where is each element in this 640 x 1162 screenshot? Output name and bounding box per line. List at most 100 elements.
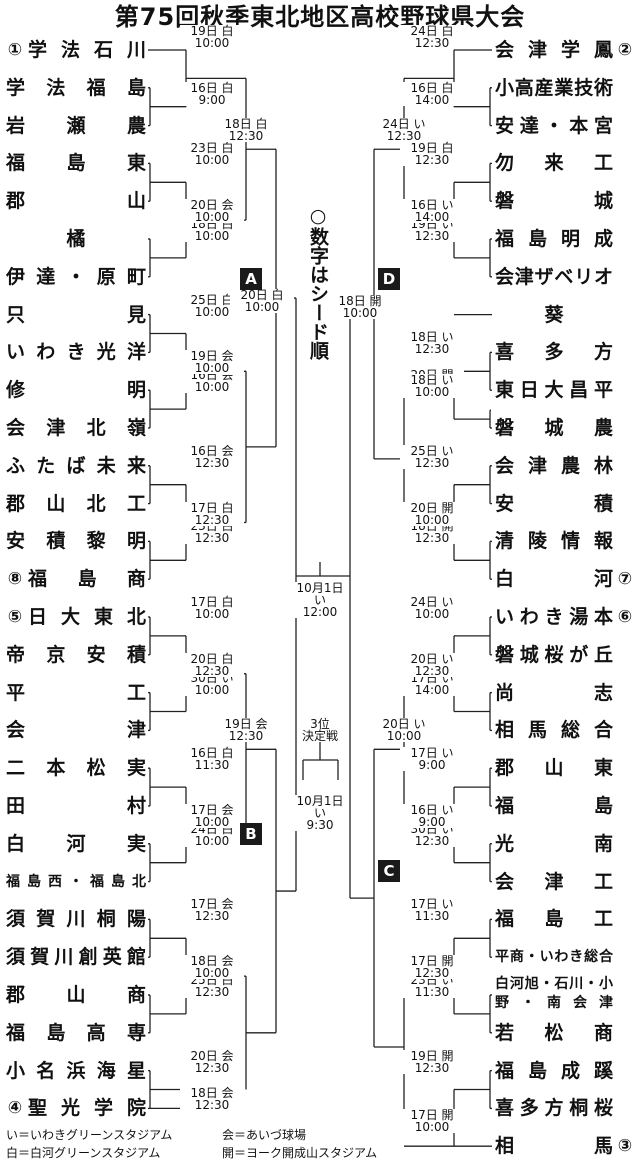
team-name: 福島明成 (495, 228, 613, 250)
game-label: 19日 開 12:30 (400, 1049, 464, 1074)
game-label: 19日 白 12:30 (400, 142, 464, 167)
seed-marker: ⑥ (617, 607, 633, 627)
game-label: 16日 い 14:00 (400, 199, 464, 224)
team-name: 小名浜海星 (6, 1059, 146, 1082)
team-name: いわき湯本 (495, 606, 613, 628)
game-label: 18日 白 12:30 (214, 118, 278, 143)
game-label: 16日 会 10:00 (180, 369, 244, 394)
game-label: 20日 会 10:00 (180, 199, 244, 224)
team-name: 尚志 (495, 681, 613, 704)
team-name: 喜多方 (495, 341, 613, 364)
game-label: 23日 白 10:00 (180, 142, 244, 167)
team-name: 聖光学院 (28, 1097, 146, 1120)
team-name: 勿来工 (495, 152, 613, 175)
team-name: 会津北嶺 (6, 417, 146, 439)
team-name: 磐城 (495, 190, 613, 213)
game-label: 16日 い 9:00 (400, 803, 464, 828)
game-label: 20日 い 12:30 (400, 652, 464, 677)
third-place-game-label: 10月1日 い 9:30 (292, 795, 348, 831)
seed-marker: ⑧ (7, 569, 23, 590)
team-name: 相馬 (495, 1135, 613, 1158)
team-name: 白河 (495, 568, 613, 591)
team-name: 相馬総合 (495, 719, 613, 742)
game-label: 20日 白 12:30 (180, 652, 244, 677)
team-name: 福島高専 (6, 1021, 146, 1044)
game-label: 16日 白 11:30 (180, 747, 244, 772)
team-name: 修明 (6, 379, 146, 402)
block-marker: D (378, 268, 400, 290)
team-name: 只見 (6, 303, 146, 326)
seed-marker: ⑤ (7, 607, 23, 627)
game-label: 18日 会 12:30 (180, 1087, 244, 1112)
team-name: 平工 (6, 681, 146, 704)
game-label: 19日 会 12:30 (214, 718, 278, 743)
team-name: 東日大昌平 (495, 379, 613, 402)
team-name: 郡山商 (6, 984, 146, 1006)
game-label: 19日 白 10:00 (180, 25, 244, 49)
team-name: 郡山北工 (6, 492, 146, 515)
team-name: 二本松実 (6, 757, 146, 780)
game-label: 17日 い 9:00 (400, 747, 464, 772)
team-name: 平商・いわき総合 (495, 949, 613, 966)
team-name: 白河実 (6, 832, 146, 855)
game-label: 20日 白 10:00 (230, 289, 294, 314)
game-label: 20日 会 12:30 (180, 1049, 244, 1074)
block-marker: B (240, 823, 262, 845)
team-name: 安積黎明 (6, 530, 146, 553)
seed-note: ○数字はシード順 (303, 205, 333, 360)
team-name: 会津 (6, 719, 146, 742)
game-label: 17日 会 12:30 (180, 898, 244, 923)
team-name: 橘 (66, 228, 86, 250)
legend-item: 開＝ヨーク開成山スタジアム (222, 1146, 378, 1160)
team-name: 田村 (6, 795, 146, 817)
block-marker: C (378, 860, 400, 882)
team-name: 福島西・福島北 (6, 873, 146, 890)
team-name: 郡山東 (495, 757, 613, 780)
team-name: 白河旭・石川・小野・南会津 (495, 976, 613, 1011)
game-label: 17日 開 12:30 (400, 955, 464, 980)
game-label: 17日 白 10:00 (180, 596, 244, 620)
team-name: 福島商 (28, 568, 146, 591)
team-name: 郡山 (6, 190, 146, 213)
team-name: 光南 (495, 832, 613, 855)
team-name: 学法石川 (28, 39, 146, 61)
seed-marker: ⑦ (617, 569, 633, 590)
team-name: 葵 (544, 303, 564, 326)
game-label: 17日 白 12:30 (180, 501, 244, 526)
team-name: 伊達・原町 (6, 265, 146, 288)
team-name: 清陵情報 (495, 530, 613, 553)
team-name: 磐城農 (495, 417, 613, 439)
game-label: 18日 い 12:30 (400, 331, 464, 356)
team-name: 須賀川桐陽 (6, 908, 146, 931)
team-name: 福島成蹊 (495, 1059, 613, 1082)
third-place-label: 3位 決定戦 (298, 718, 342, 742)
game-label: 24日 い 10:00 (400, 596, 464, 620)
block-marker: A (240, 268, 262, 290)
game-label: 17日 会 10:00 (180, 803, 244, 828)
team-name: 喜多方桐桜 (495, 1097, 613, 1120)
team-name: 福島東 (6, 152, 146, 175)
team-name: 会津工 (495, 870, 613, 893)
team-name: いわき光洋 (6, 341, 146, 364)
team-name: 若松商 (495, 1021, 613, 1044)
team-name: 岩瀬農 (6, 114, 146, 137)
game-label: 16日 会 12:30 (180, 444, 244, 469)
team-name: 帝京安積 (6, 643, 146, 666)
team-name: ふたば未来 (6, 454, 146, 477)
game-label: 17日 い 11:30 (400, 898, 464, 923)
game-label: 24日 い 12:30 (372, 118, 436, 143)
legend-item: 会＝あいづ球場 (222, 1128, 307, 1142)
team-name: 日大東北 (28, 606, 146, 628)
seed-marker: ① (7, 40, 23, 60)
team-name: 学法福島 (6, 76, 146, 99)
team-name: 安積 (495, 492, 613, 515)
game-label: 16日 白 14:00 (400, 81, 464, 106)
game-label: 16日 白 9:00 (180, 81, 244, 106)
game-label: 25日 い 12:30 (400, 444, 464, 469)
team-name: 須賀川創英館 (6, 946, 146, 969)
seed-marker: ③ (617, 1136, 633, 1157)
team-name: 磐城桜が丘 (495, 643, 613, 666)
game-label: 19日 会 10:00 (180, 350, 244, 375)
seed-marker: ④ (7, 1098, 23, 1119)
